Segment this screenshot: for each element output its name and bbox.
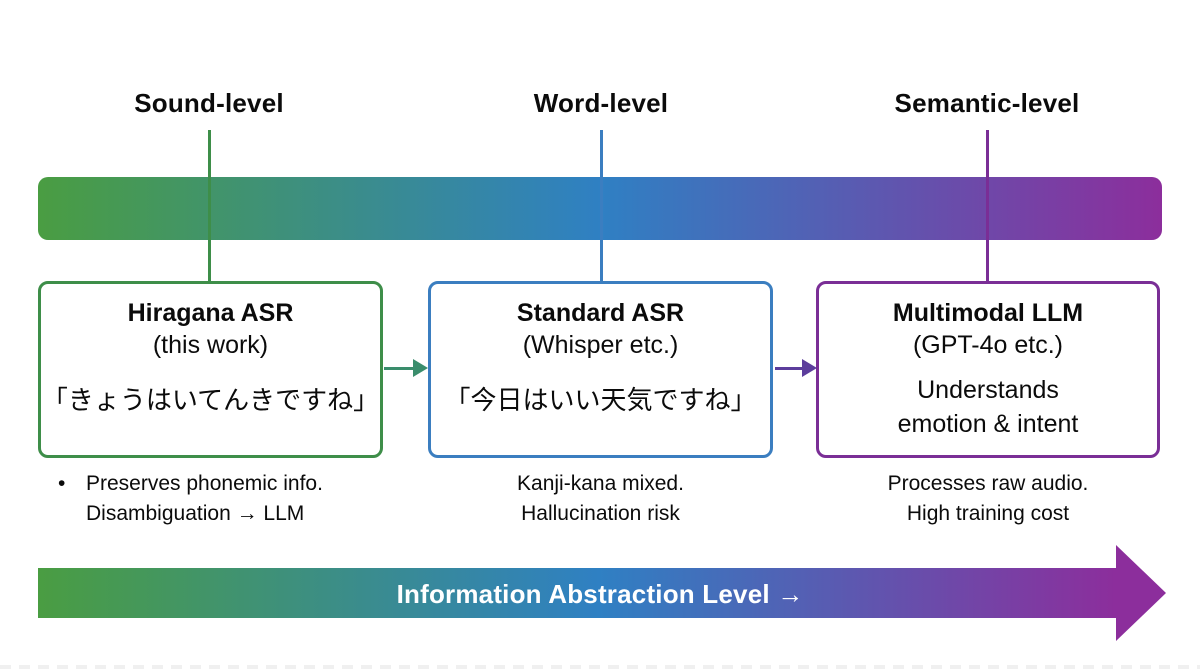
arrow-shaft — [775, 366, 803, 370]
box-description-line1: Understands — [917, 376, 1059, 404]
note-line1: Kanji-kana mixed. — [517, 472, 684, 495]
information-abstraction-arrow-bar — [38, 568, 1116, 618]
box-description-text: Understands emotion & intent — [819, 373, 1157, 441]
arrow-hiragana-to-standard-icon — [384, 359, 428, 377]
box-standard-asr: Standard ASR (Whisper etc.) 「今日はいい天気ですね」 — [428, 281, 773, 458]
information-abstraction-arrow-head-icon — [1116, 545, 1166, 641]
arrow-standard-to-multimodal-icon — [775, 359, 817, 377]
box-example-text: 「今日はいい天気ですね」 — [444, 385, 757, 415]
arrow-head-icon — [413, 359, 428, 377]
box-title: Multimodal LLM — [892, 299, 1084, 327]
arrow-head-icon — [802, 359, 817, 377]
note-line2: Hallucination risk — [521, 502, 680, 525]
level-label-sound: Sound-level — [134, 88, 284, 118]
box-subtitle: (this work) — [152, 331, 269, 359]
bullet-icon: • — [58, 472, 66, 495]
box-title: Hiragana ASR — [127, 299, 294, 327]
box-subtitle: (Whisper etc.) — [522, 331, 679, 359]
note-line1: Processes raw audio. — [887, 472, 1089, 495]
box-title: Standard ASR — [516, 299, 685, 327]
level-label-semantic: Semantic-level — [894, 88, 1080, 118]
box-subtitle: (GPT-4o etc.) — [912, 331, 1064, 359]
note-line1: Preserves phonemic info. — [86, 472, 323, 495]
arrow-shaft — [384, 366, 414, 370]
box-description-line2: emotion & intent — [897, 410, 1079, 438]
note-multimodal-llm: Processes raw audio. High training cost — [816, 469, 1160, 529]
box-hiragana-asr: Hiragana ASR (this work) 「きょうはいてんきですね」 — [38, 281, 383, 458]
note-standard-asr: Kanji-kana mixed. Hallucination risk — [428, 469, 773, 529]
level-label-word: Word-level — [533, 88, 669, 118]
cutoff-content-strip — [0, 665, 1200, 669]
note-hiragana-asr: • Preserves phonemic info. Disambiguation… — [58, 469, 383, 529]
tick-line-semantic — [986, 130, 989, 282]
box-example-text: 「きょうはいてんきですね」 — [41, 385, 380, 415]
box-multimodal-llm: Multimodal LLM (GPT-4o etc.) Understands… — [816, 281, 1160, 458]
tick-line-sound — [208, 130, 211, 282]
note-line2: High training cost — [906, 502, 1070, 525]
information-abstraction-arrow-label: Information Abstraction Level → — [396, 579, 804, 609]
note-line2: Disambiguation → LLM — [86, 502, 305, 525]
tick-line-word — [600, 130, 603, 282]
